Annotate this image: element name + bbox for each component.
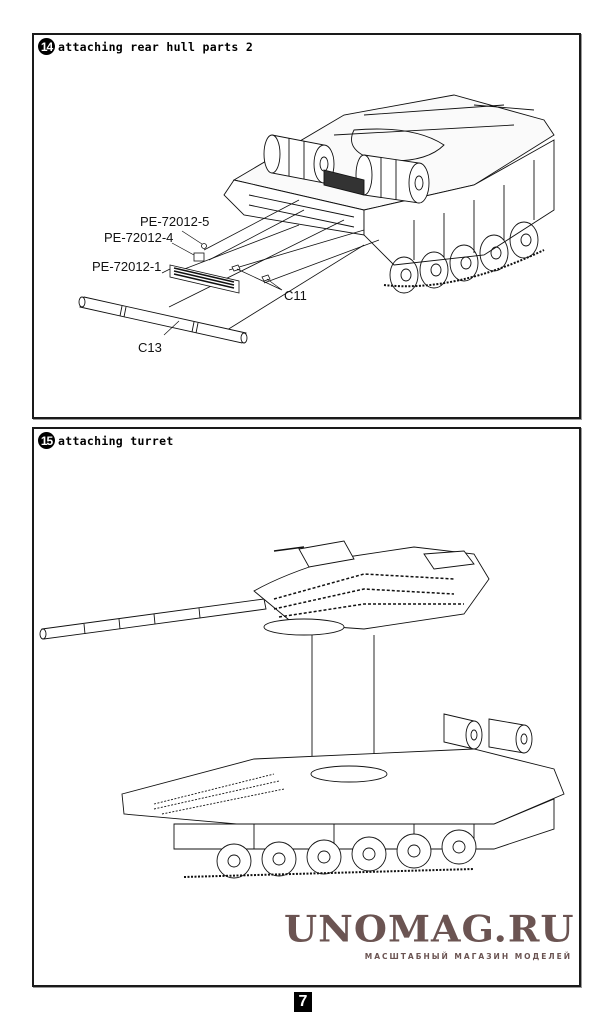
rear-hull-assembly-drawing: PE-72012-5 PE-72012-4 PE-72012-1 C11 C13 bbox=[78, 94, 555, 355]
turret bbox=[39, 540, 490, 640]
watermark: UNOMAG.RU МАСШТАБНЫЙ МАГАЗИН МОДЕЛЕЙ bbox=[284, 907, 575, 961]
hull-road-wheels bbox=[216, 829, 477, 879]
callout-pe-72012-4: PE-72012-4 bbox=[104, 230, 173, 245]
page-number: 7 bbox=[294, 992, 312, 1012]
assembly-guide-lines bbox=[168, 199, 380, 336]
step-15-panel: 15 attaching turret bbox=[32, 427, 581, 987]
main-gun-barrel bbox=[41, 598, 267, 640]
step-15-number-badge: 15 bbox=[38, 432, 55, 449]
part-pe-72012-4 bbox=[193, 252, 205, 262]
road-wheels bbox=[389, 221, 539, 294]
turret-ring bbox=[263, 618, 345, 636]
part-pe-72012-5 bbox=[201, 243, 207, 249]
fuel-drums bbox=[263, 134, 430, 204]
part-c13-tow-bar bbox=[78, 296, 248, 344]
pe-parts bbox=[169, 243, 271, 294]
step-14-number-badge: 14 bbox=[38, 38, 55, 55]
hull-turret-ring bbox=[310, 765, 388, 783]
step-15-title: attaching turret bbox=[58, 433, 174, 448]
step-15-header: 15 attaching turret bbox=[38, 432, 174, 449]
part-pe-72012-1 bbox=[169, 264, 240, 294]
callout-c13: C13 bbox=[138, 340, 162, 355]
watermark-brand: UNOMAG.RU bbox=[284, 907, 575, 950]
callout-pe-72012-5: PE-72012-5 bbox=[140, 214, 209, 229]
watermark-tagline: МАСШТАБНЫЙ МАГАЗИН МОДЕЛЕЙ bbox=[364, 952, 572, 961]
callout-c11: C11 bbox=[284, 288, 307, 303]
hull-fuel-drums bbox=[443, 713, 533, 754]
hull bbox=[121, 713, 565, 879]
step-14-panel: 14 attaching rear hull parts 2 bbox=[32, 33, 581, 419]
turret-assembly-drawing bbox=[39, 540, 565, 879]
callout-pe-72012-1: PE-72012-1 bbox=[92, 259, 161, 274]
step-14-title: attaching rear hull parts 2 bbox=[58, 39, 254, 54]
callout-leaders bbox=[161, 230, 283, 336]
step-14-header: 14 attaching rear hull parts 2 bbox=[38, 38, 253, 55]
hull-rear-view bbox=[223, 94, 555, 294]
